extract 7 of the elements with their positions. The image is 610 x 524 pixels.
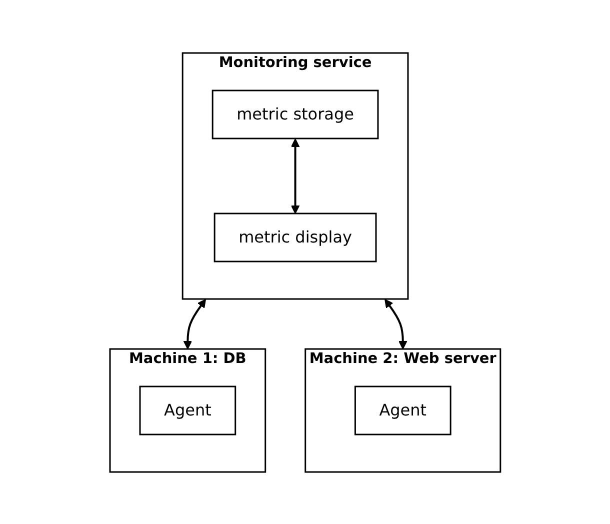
arrow bbox=[384, 298, 408, 349]
arrow bbox=[290, 138, 300, 214]
arrow bbox=[183, 298, 206, 349]
node-box: metric display bbox=[214, 212, 377, 262]
node-box: metric storage bbox=[212, 89, 379, 139]
node-box: Agent bbox=[139, 385, 236, 435]
node-box: Agent bbox=[354, 385, 452, 435]
